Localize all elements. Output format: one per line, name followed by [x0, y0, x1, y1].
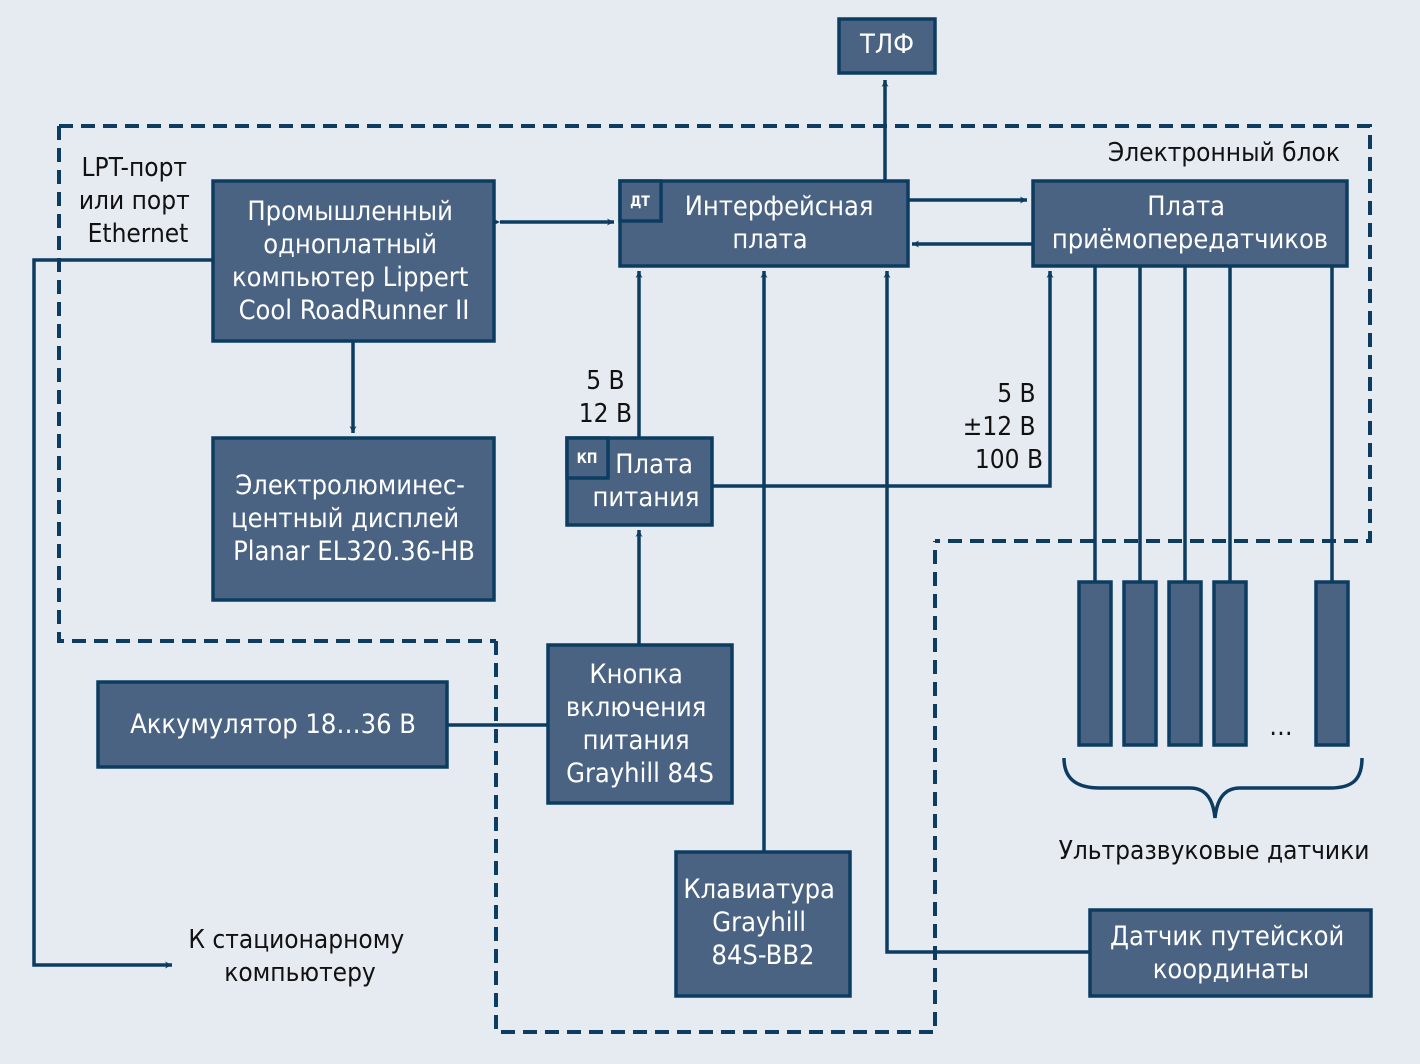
tlf-label: ТЛФ	[859, 29, 914, 60]
voltage-label-left: 5 В 12 В	[579, 366, 632, 429]
transceiver-board-box	[1031, 179, 1349, 268]
ultrasonic-sensor	[1314, 580, 1350, 747]
computer-box	[211, 179, 496, 343]
sensors-ellipsis: …	[1269, 712, 1292, 742]
ultrasonic-sensor	[1077, 580, 1113, 747]
keypad-label: Клавиатура Grayhill 84S-BB2	[683, 874, 842, 971]
kp-tag-box	[565, 436, 610, 480]
interface-board-box	[618, 179, 910, 268]
tlf-box	[837, 17, 937, 75]
computer-label: Промышленный одноплатный компьютер Lippe…	[232, 196, 476, 326]
display-box	[211, 436, 496, 602]
power-button-label: Кнопка включения питания Grayhill 84S	[566, 659, 714, 789]
dt-tag-box	[618, 179, 663, 223]
kp-tag: КП	[577, 451, 598, 467]
power-board-label: Плата питания	[593, 449, 701, 513]
transceiver-board-label: Плата приёмопередатчиков	[1052, 191, 1328, 255]
transceiver-to-sensors	[1093, 266, 1334, 582]
electronic-unit-label: Электронный блок	[1108, 138, 1340, 168]
track-sensor-label: Датчик путейской координаты	[1110, 921, 1352, 985]
keypad-box	[674, 850, 852, 998]
power-to-transceiver	[712, 271, 1054, 488]
ultrasonic-sensor	[1212, 580, 1248, 747]
track-sensor-box	[1088, 908, 1373, 998]
port-label: LPT-порт или порт Ethernet	[79, 153, 197, 249]
ultrasonic-sensor	[1167, 580, 1203, 747]
computer-to-stationary-pc	[32, 258, 212, 969]
track-sensor-to-interface	[883, 271, 1090, 954]
to-stationary-pc-label: К стационарному компьютеру	[188, 925, 411, 988]
ultrasonic-sensors-label: Ультразвуковые датчики	[1059, 836, 1370, 866]
electronic-unit-boundary-left	[57, 126, 496, 643]
interface-board-label: Интерфейсная плата	[685, 191, 882, 255]
dt-tag: ДТ	[630, 194, 650, 210]
sensors-brace	[1062, 757, 1364, 819]
battery-label: Аккумулятор 18…36 В	[130, 709, 416, 740]
battery-box	[96, 680, 449, 769]
power-button-box	[546, 643, 734, 805]
voltage-label-right: 5 В ±12 В 100 В	[963, 379, 1043, 475]
display-label: Электролюминес- центный дисплей Planar E…	[231, 470, 475, 567]
ultrasonic-sensor	[1122, 580, 1158, 747]
electronic-unit-boundary	[59, 124, 1372, 543]
